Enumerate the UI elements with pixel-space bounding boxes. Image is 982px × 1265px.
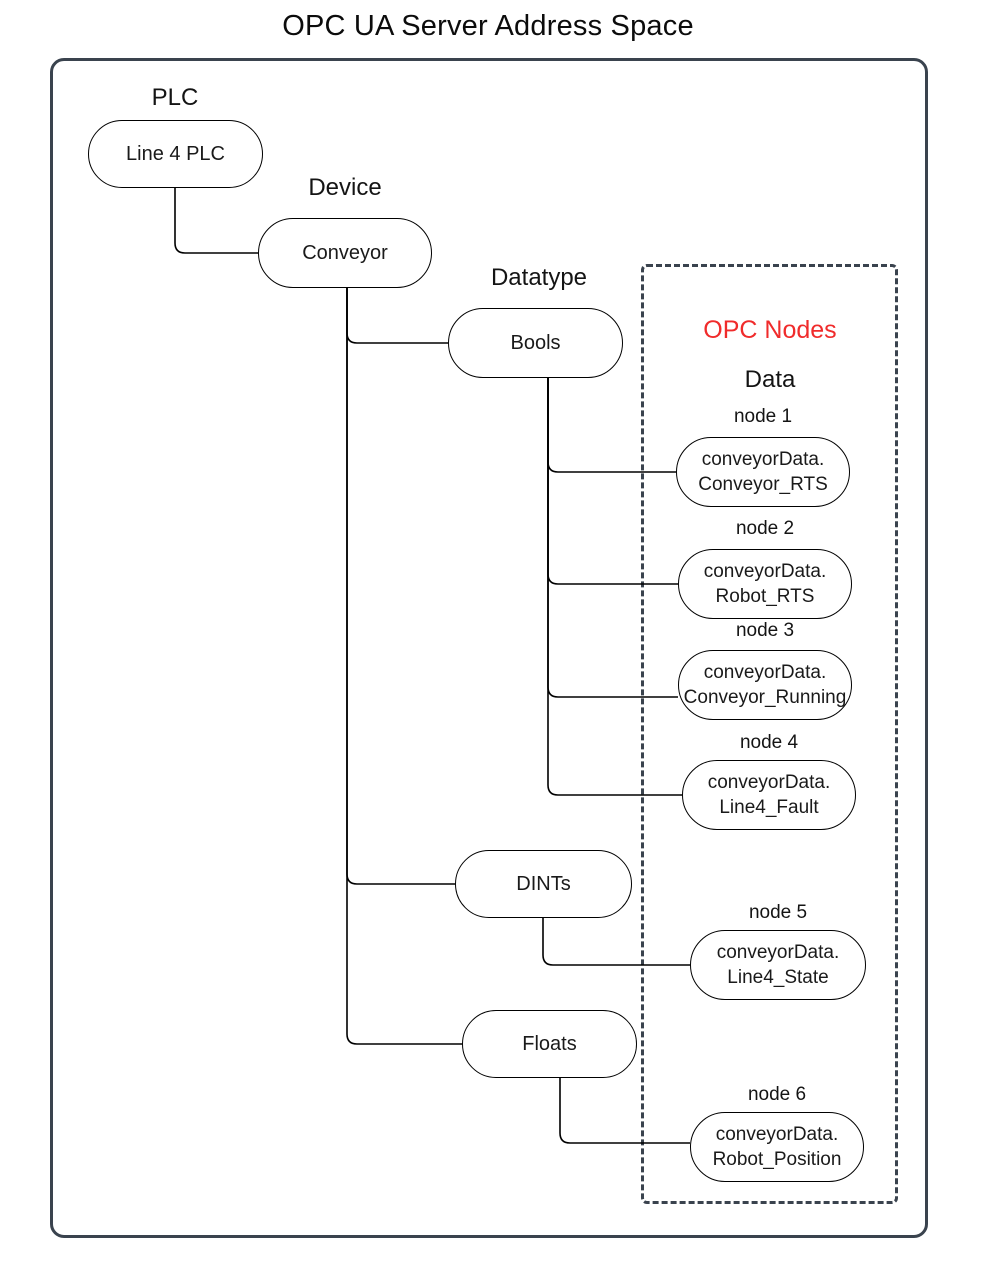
opc-node-4-line1: conveyorData. bbox=[707, 772, 831, 793]
opc-node-2-label: node 2 bbox=[735, 518, 795, 539]
connector-bools-to-node1 bbox=[547, 378, 676, 473]
opc-node-6: conveyorData. Robot_Position bbox=[690, 1112, 864, 1182]
connector-bools-to-node4 bbox=[547, 378, 682, 796]
opc-node-5-line2: Line4_State bbox=[727, 967, 829, 988]
opc-node-5-line1: conveyorData. bbox=[716, 942, 840, 963]
connector-bools-to-node2 bbox=[547, 378, 678, 585]
opc-node-5: conveyorData. Line4_State bbox=[690, 930, 866, 1000]
connector-dints-to-node5 bbox=[542, 918, 690, 966]
address-space-box bbox=[50, 58, 928, 1238]
opc-node-1-line1: conveyorData. bbox=[701, 449, 825, 470]
opc-node-3: conveyorData. Conveyor_Running bbox=[678, 650, 852, 720]
opc-node-3-line1: conveyorData. bbox=[703, 662, 827, 683]
opc-nodes-title: OPC Nodes bbox=[703, 316, 837, 344]
opc-node-4: conveyorData. Line4_Fault bbox=[682, 760, 856, 830]
opc-nodes-box bbox=[641, 264, 898, 1204]
opc-node-1-line2: Conveyor_RTS bbox=[698, 474, 828, 495]
level-label-device: Device bbox=[308, 174, 382, 201]
opc-node-2-line2: Robot_RTS bbox=[715, 586, 815, 607]
connector-conveyor-to-bools bbox=[346, 288, 448, 344]
opc-node-6-line2: Robot_Position bbox=[712, 1149, 842, 1170]
node-floats: Floats bbox=[462, 1010, 637, 1078]
opc-node-2: conveyorData. Robot_RTS bbox=[678, 549, 852, 619]
level-label-datatype: Datatype bbox=[490, 264, 588, 291]
connector-plc-to-conveyor bbox=[174, 188, 258, 254]
diagram-title: OPC UA Server Address Space bbox=[282, 10, 694, 42]
node-conveyor: Conveyor bbox=[258, 218, 432, 288]
opc-node-6-line1: conveyorData. bbox=[715, 1124, 839, 1145]
opc-node-3-line2: Conveyor_Running bbox=[683, 687, 847, 708]
opc-node-2-line1: conveyorData. bbox=[703, 561, 827, 582]
opc-node-1-label: node 1 bbox=[733, 406, 793, 427]
node-line4-plc: Line 4 PLC bbox=[88, 120, 263, 188]
node-dints: DINTs bbox=[455, 850, 632, 918]
opc-node-1: conveyorData. Conveyor_RTS bbox=[676, 437, 850, 507]
opc-node-5-label: node 5 bbox=[748, 902, 808, 923]
level-label-plc: PLC bbox=[151, 84, 199, 111]
connector-conveyor-to-dints bbox=[346, 288, 455, 885]
connector-floats-to-node6 bbox=[559, 1078, 690, 1144]
opc-node-6-label: node 6 bbox=[747, 1084, 807, 1105]
opc-node-3-label: node 3 bbox=[735, 620, 795, 641]
node-bools: Bools bbox=[448, 308, 623, 378]
opc-node-4-line2: Line4_Fault bbox=[719, 797, 819, 818]
connector-bools-to-node3 bbox=[547, 378, 678, 698]
data-label: Data bbox=[744, 366, 796, 393]
connector-conveyor-to-floats bbox=[346, 288, 462, 1045]
opc-node-4-label: node 4 bbox=[739, 732, 799, 753]
